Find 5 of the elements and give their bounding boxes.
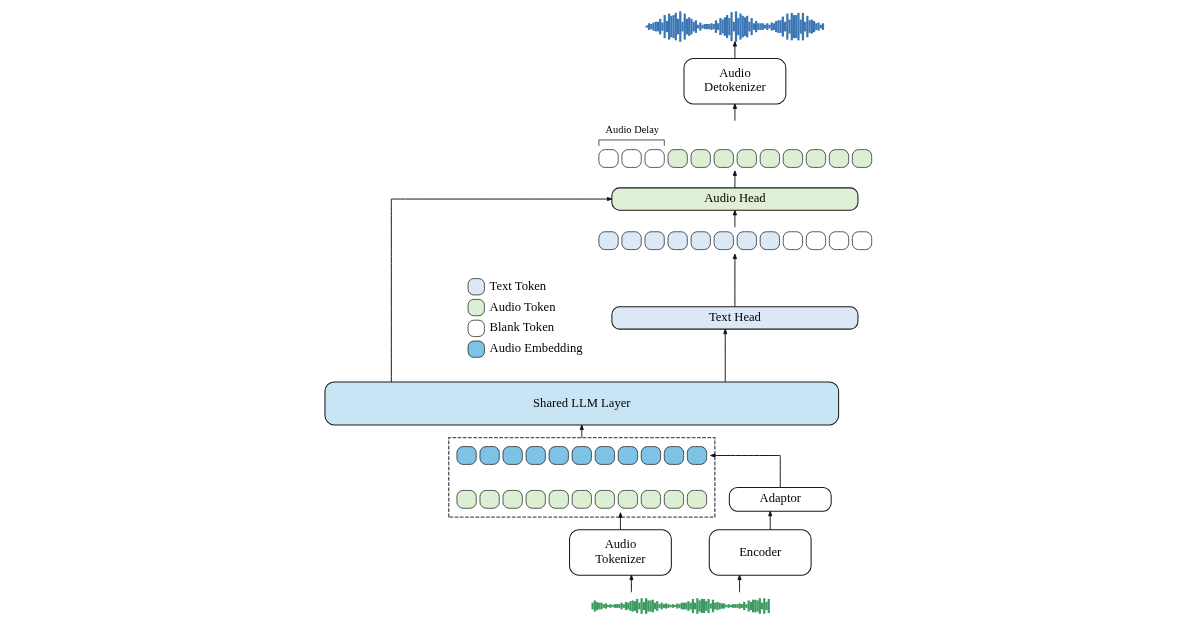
legend-label: Audio Token — [489, 299, 556, 314]
node-label: Audio Delay — [605, 124, 659, 136]
legend-label: Audio Embedding — [489, 341, 583, 356]
legend-label: Blank Token — [489, 320, 555, 335]
legend-label: Text Token — [489, 278, 547, 293]
